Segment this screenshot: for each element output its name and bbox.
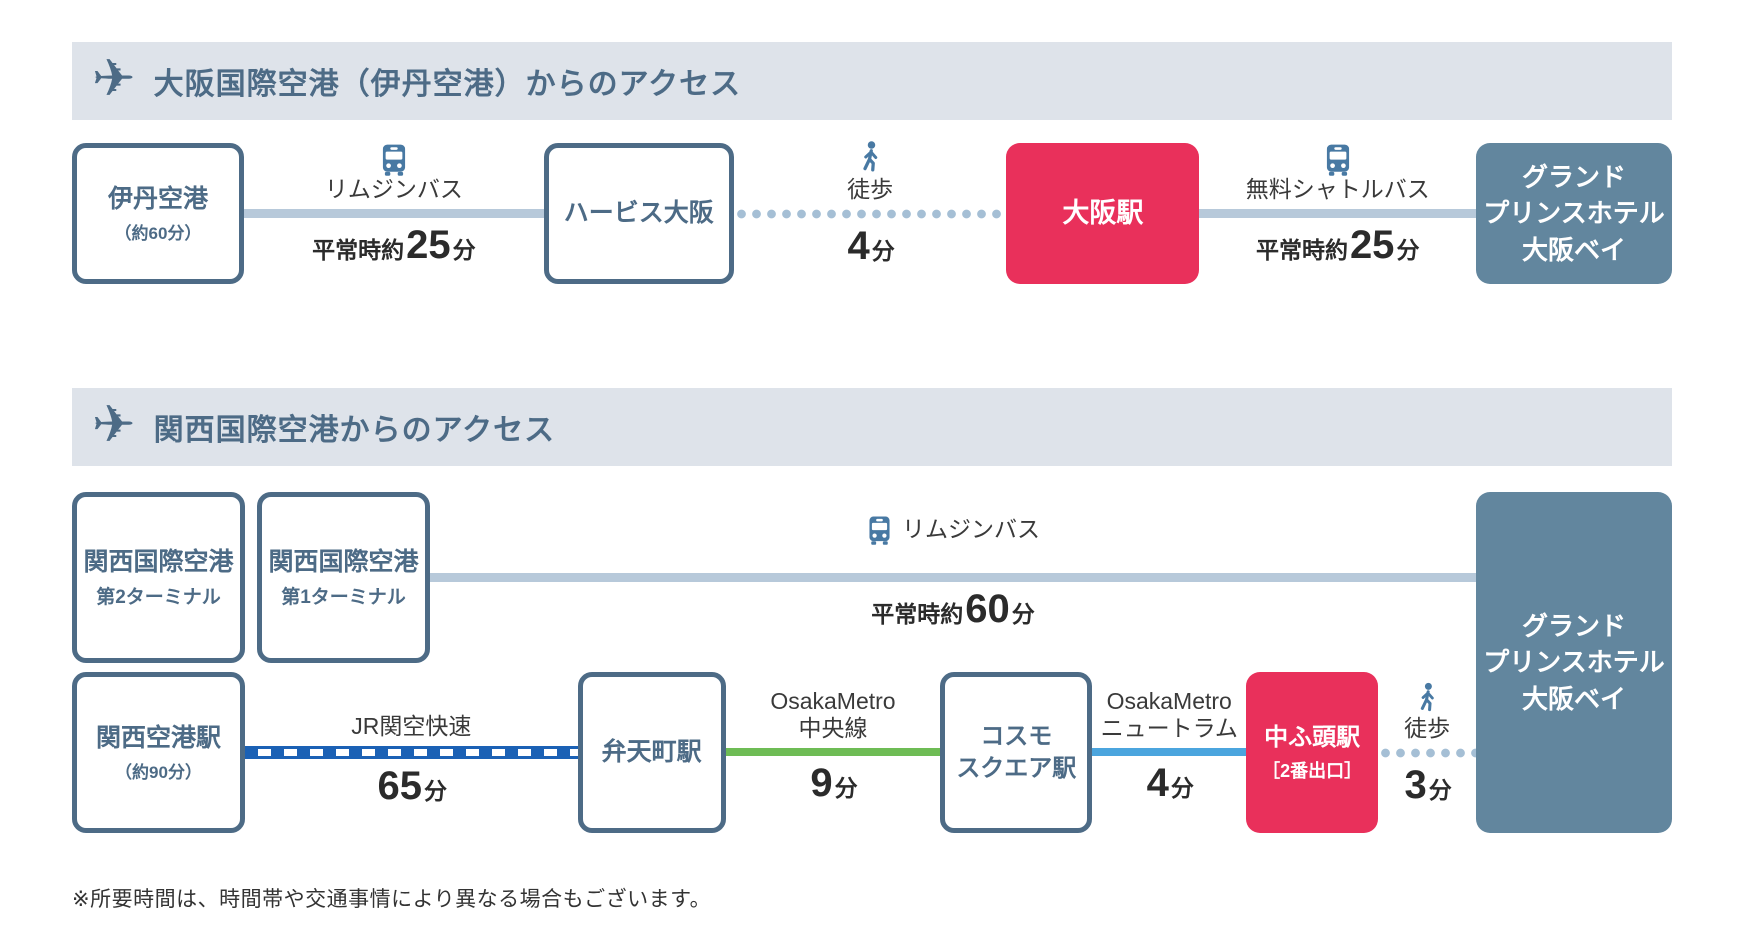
node-itami-airport: 伊丹空港 （約60分） (72, 143, 244, 284)
node-hotel: グランド プリンスホテル 大阪ベイ (1476, 492, 1672, 833)
jr-rail-line (245, 746, 578, 759)
station-name: 関西空港駅 (95, 723, 221, 752)
terminal-label: 第2ターミナル (96, 587, 221, 609)
bus-icon (1323, 144, 1353, 177)
station-name: 関西国際空港 (268, 547, 419, 576)
node-kix-terminal1: 関西国際空港 第1ターミナル (257, 492, 430, 663)
node-cosmosquare-station: コスモ スクエア駅 (940, 672, 1093, 833)
hotel-name: グランド プリンスホテル 大阪ベイ (1483, 610, 1665, 714)
leg-label: 徒歩 (847, 176, 894, 203)
airplane-icon: ✈ (92, 395, 136, 455)
station-name: 関西国際空港 (83, 547, 234, 576)
station-name: 弁天町駅 (601, 738, 702, 767)
kansai-section-title: 関西国際空港からのアクセス (153, 414, 556, 447)
itami-section-header: ✈ 大阪国際空港（伊丹空港）からのアクセス (72, 42, 1672, 120)
spacer (245, 492, 257, 663)
leg-label: 徒歩 (1404, 714, 1451, 741)
leg-label: リムジンバス (902, 516, 1040, 543)
bus-route-line (1199, 209, 1476, 218)
station-name: ハービス大阪 (563, 199, 714, 228)
leg-label: OsakaMetro 中央線 (770, 687, 896, 742)
node-kix-terminal2: 関西国際空港 第2ターミナル (72, 492, 245, 663)
exit-label: ［2番出口］ (1262, 761, 1363, 782)
leg-label: リムジンバス (324, 176, 463, 203)
station-duration: （約90分） (115, 763, 202, 783)
nutram-line-blue (1092, 748, 1247, 756)
node-hotel: グランド プリンスホテル 大阪ベイ (1476, 143, 1672, 284)
station-duration: （約60分） (114, 224, 202, 244)
walking-person-icon (1413, 682, 1441, 715)
node-kansai-airport-station: 関西空港駅 （約90分） (72, 672, 245, 833)
node-nakafuto-station: 中ふ頭駅 ［2番出口］ (1246, 672, 1379, 833)
walk-route-dotted-line (733, 209, 1007, 219)
kansai-access-section: ✈ 関西国際空港からのアクセス 関西国際空港 第2ターミナル 関西国際空港 第1… (72, 388, 1672, 833)
footnote: ※所要時間は、時間帯や交通事情により異なる場合もございます。 (72, 888, 712, 911)
kansai-limousine-row: 関西国際空港 第2ターミナル 関西国際空港 第1ターミナル リムジン (72, 492, 1476, 663)
station-name: コスモ スクエア駅 (956, 723, 1077, 782)
station-name: 大阪駅 (1062, 197, 1144, 228)
bus-route-line (244, 209, 544, 218)
walking-person-icon (855, 140, 885, 176)
bus-icon (379, 144, 409, 177)
leg-label: 無料シャトルバス (1245, 176, 1430, 203)
itami-section-title: 大阪国際空港（伊丹空港）からのアクセス (153, 68, 742, 101)
kansai-route-diagram: 関西国際空港 第2ターミナル 関西国際空港 第1ターミナル リムジン (72, 492, 1672, 833)
leg-label: OsakaMetro ニュートラム (1100, 687, 1238, 742)
leg-label: JR関空快速 (351, 713, 472, 740)
airplane-icon: ✈ (92, 49, 136, 109)
bus-route-line (430, 573, 1476, 582)
node-herbis-osaka: ハービス大阪 (543, 143, 734, 284)
station-name: 中ふ頭駅 (1264, 723, 1361, 751)
terminal-label: 第1ターミナル (281, 587, 406, 609)
walk-route-dotted-line (1378, 747, 1476, 758)
bus-icon (866, 516, 893, 545)
kansai-section-header: ✈ 関西国際空港からのアクセス (72, 388, 1672, 466)
node-osaka-station: 大阪駅 (1006, 143, 1200, 284)
node-bentencho-station: 弁天町駅 (577, 672, 726, 833)
itami-access-section: ✈ 大阪国際空港（伊丹空港）からのアクセス 伊丹空港 （約60分） リムジンバス (72, 42, 1672, 284)
station-name: 伊丹空港 (107, 184, 208, 213)
chuo-line-green (725, 748, 941, 756)
hotel-name: グランド プリンスホテル 大阪ベイ (1483, 161, 1665, 265)
